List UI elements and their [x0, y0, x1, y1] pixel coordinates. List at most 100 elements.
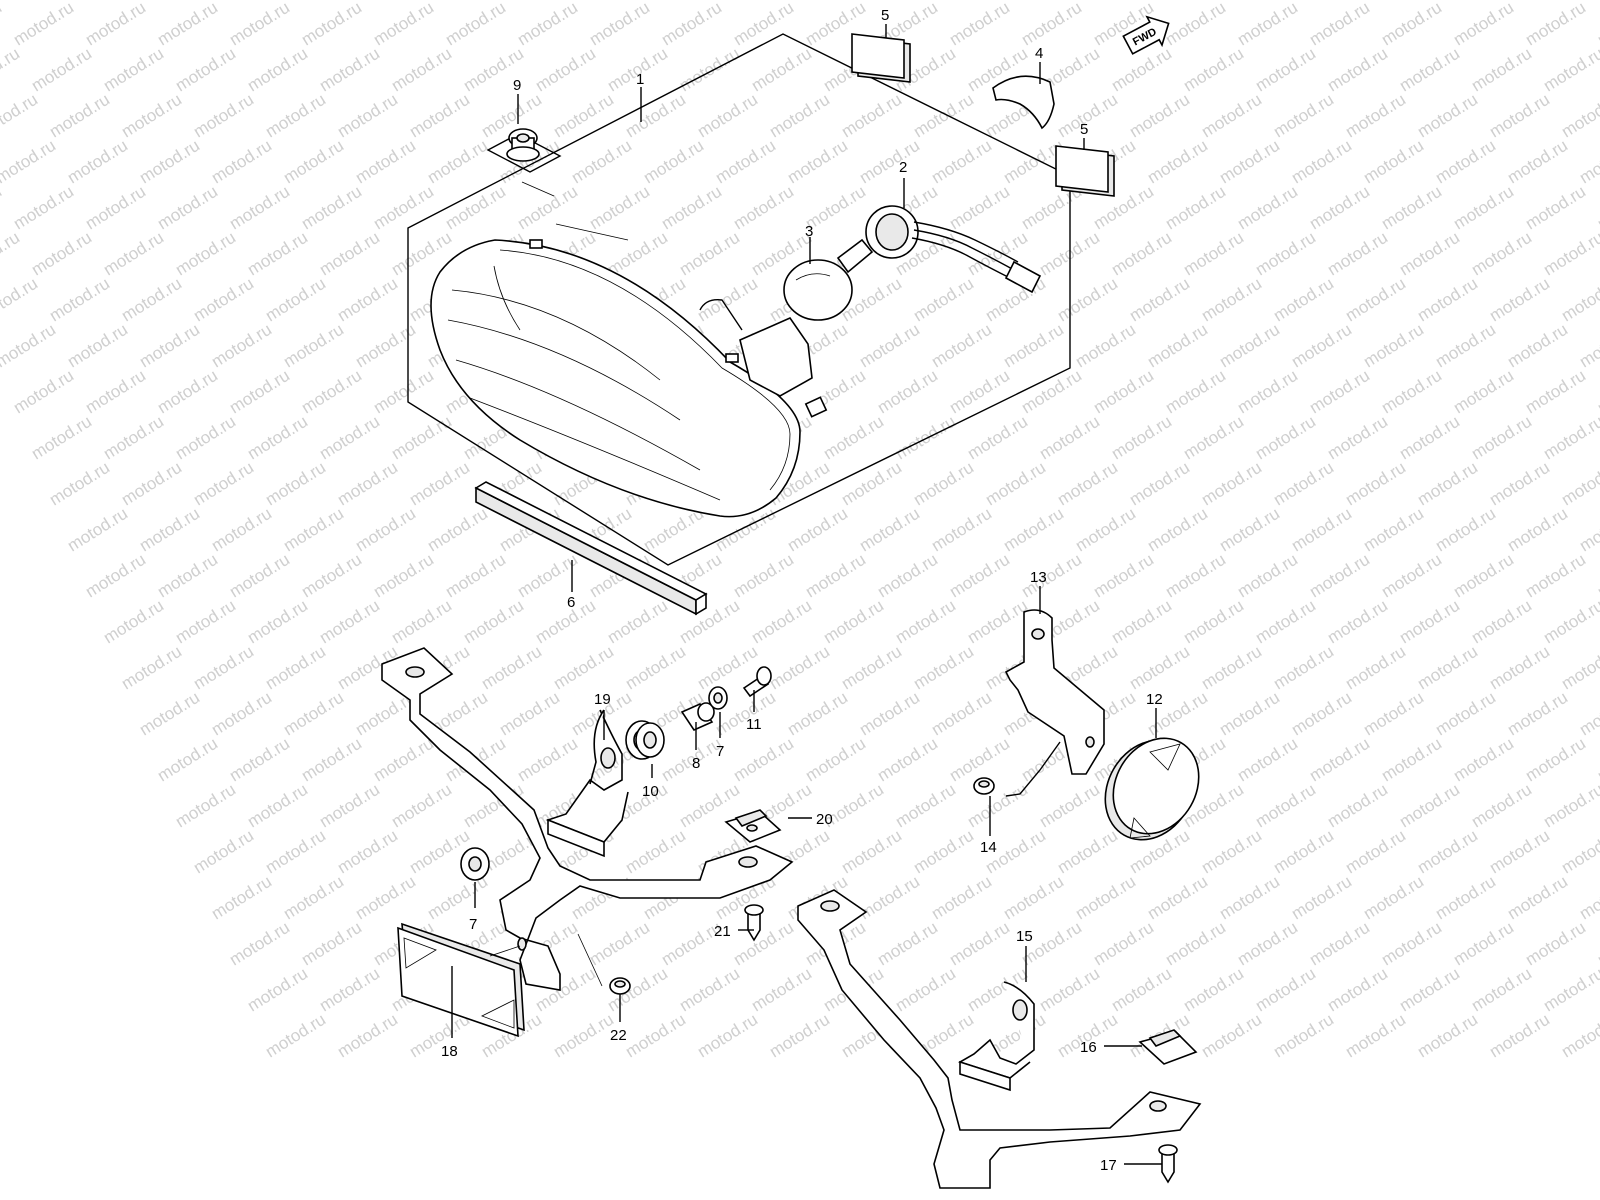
callout-16: 16 [1080, 1039, 1097, 1056]
watermark-text: motod.ru [172, 596, 239, 648]
watermark-text: motod.ru [1252, 964, 1319, 1016]
watermark-text: motod.ru [100, 596, 167, 648]
watermark-text: motod.ru [640, 136, 707, 188]
watermark-text: motod.ru [1162, 182, 1229, 234]
watermark-text: motod.ru [316, 780, 383, 832]
watermark-text: motod.ru [1396, 596, 1463, 648]
watermark-text: motod.ru [838, 90, 905, 142]
watermark-text: motod.ru [712, 136, 779, 188]
watermark-text: motod.ru [1036, 780, 1103, 832]
watermark-text: motod.ru [1468, 780, 1535, 832]
watermark-text: motod.ru [1486, 274, 1553, 326]
watermark-text: motod.ru [1198, 458, 1265, 510]
watermark-text: motod.ru [1414, 1010, 1481, 1062]
watermark-text: motod.ru [1396, 228, 1463, 280]
watermark-text: motod.ru [496, 0, 563, 3]
watermark-text: motod.ru [1414, 274, 1481, 326]
watermark-text: motod.ru [136, 688, 203, 740]
watermark-text: motod.ru [1162, 0, 1229, 49]
watermark-text: motod.ru [694, 274, 761, 326]
watermark-text: motod.ru [0, 136, 59, 188]
watermark-text: motod.ru [1432, 320, 1499, 372]
watermark-text: motod.ru [208, 0, 275, 3]
watermark-text: motod.ru [1558, 90, 1600, 142]
watermark-text: motod.ru [298, 734, 365, 786]
watermark-text: motod.ru [1342, 90, 1409, 142]
watermark-text: motod.ru [1468, 964, 1535, 1016]
watermark-text: motod.ru [1468, 596, 1535, 648]
watermark-text: motod.ru [262, 1010, 329, 1062]
watermark-text: motod.ru [1288, 136, 1355, 188]
watermark-text: motod.ru [1504, 688, 1571, 740]
watermark-text: motod.ru [1396, 44, 1463, 96]
watermark-text: motod.ru [262, 274, 329, 326]
watermark-text: motod.ru [910, 90, 977, 142]
watermark-text: motod.ru [586, 918, 653, 970]
watermark-text: motod.ru [46, 274, 113, 326]
watermark-text: motod.ru [1522, 550, 1589, 602]
watermark-text: motod.ru [1324, 596, 1391, 648]
callout-labels: 1 2 3 4 5 5 6 7 7 8 9 10 11 12 13 14 15 … [441, 7, 1163, 1174]
watermark-text: motod.ru [784, 136, 851, 188]
watermark-text: motod.ru [1288, 872, 1355, 924]
watermark-text: motod.ru [298, 182, 365, 234]
watermark-text: motod.ru [280, 688, 347, 740]
tail-lamp-assembly-box [407, 33, 1071, 566]
watermark-text: motod.ru [1432, 872, 1499, 924]
watermark-text: motod.ru [1306, 0, 1373, 49]
watermark-text: motod.ru [1216, 872, 1283, 924]
watermark-text: motod.ru [352, 320, 419, 372]
watermark-text: motod.ru [820, 412, 887, 464]
callout-12: 12 [1146, 691, 1163, 708]
watermark-text: motod.ru [46, 458, 113, 510]
watermark-text: motod.ru [388, 780, 455, 832]
watermark-text: motod.ru [1504, 320, 1571, 372]
watermark-text: motod.ru [1450, 366, 1517, 418]
watermark-text: motod.ru [622, 90, 689, 142]
watermark-text: motod.ru [262, 642, 329, 694]
callout-1: 1 [636, 71, 644, 88]
callout-7a: 7 [469, 916, 477, 933]
watermark-text: motod.ru [622, 642, 689, 694]
callout-11: 11 [746, 716, 762, 733]
watermark-text: motod.ru [244, 596, 311, 648]
watermark-text: motod.ru [1180, 44, 1247, 96]
watermark-text: motod.ru [676, 44, 743, 96]
watermark-text: motod.ru [0, 0, 5, 49]
watermark-text: motod.ru [262, 458, 329, 510]
clip-nut-20 [724, 809, 782, 843]
watermark-text: motod.ru [946, 366, 1013, 418]
watermark-text: motod.ru [1270, 642, 1337, 694]
watermark-text: motod.ru [244, 228, 311, 280]
pad-5-right [1055, 145, 1115, 197]
watermark-text: motod.ru [856, 872, 923, 924]
watermark-text: motod.ru [1234, 550, 1301, 602]
watermark-text: motod.ru [1468, 44, 1535, 96]
watermark-text: motod.ru [1216, 136, 1283, 188]
watermark-text: motod.ru [298, 550, 365, 602]
watermark-text: motod.ru [784, 0, 851, 3]
leader-lines [451, 24, 1162, 1165]
callout-4: 4 [1035, 45, 1043, 62]
watermark-text: motod.ru [1594, 0, 1600, 49]
watermark-text: motod.ru [208, 688, 275, 740]
watermark-text: motod.ru [928, 320, 995, 372]
watermark-text: motod.ru [1522, 918, 1589, 970]
watermark-text: motod.ru [1054, 458, 1121, 510]
watermark-text: motod.ru [874, 918, 941, 970]
watermark-text: motod.ru [1234, 366, 1301, 418]
watermark-text: motod.ru [1270, 1010, 1337, 1062]
watermark-text: motod.ru [1540, 44, 1600, 96]
watermark-text: motod.ru [1594, 918, 1600, 970]
watermark-text: motod.ru [1324, 964, 1391, 1016]
callout-13: 13 [1030, 569, 1047, 586]
watermark-text: motod.ru [1378, 182, 1445, 234]
watermark-text: motod.ru [928, 688, 995, 740]
callout-6: 6 [567, 594, 575, 611]
watermark-text: motod.ru [1378, 366, 1445, 418]
watermark-text: motod.ru [892, 780, 959, 832]
watermark-text: motod.ru [1450, 0, 1517, 49]
watermark-text: motod.ru [1432, 688, 1499, 740]
watermark-text: motod.ru [352, 872, 419, 924]
watermark-text: motod.ru [1522, 734, 1589, 786]
